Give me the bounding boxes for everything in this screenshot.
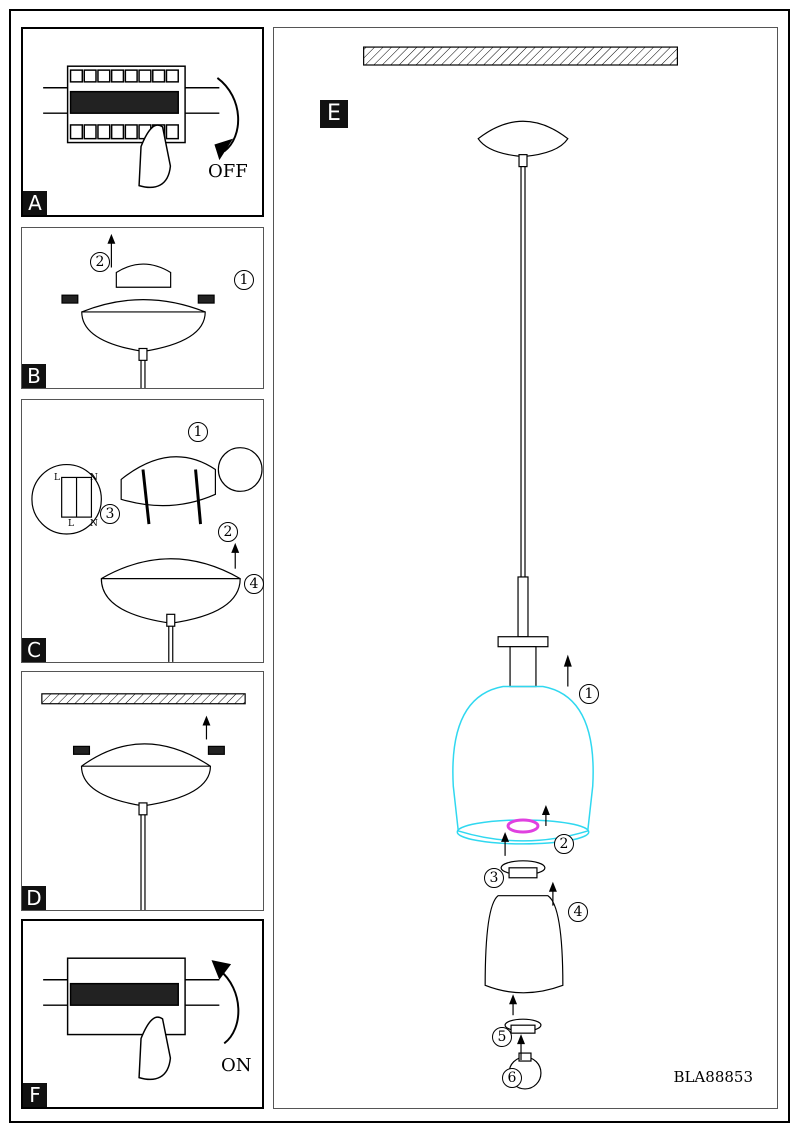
terminal-label-l-top: L	[54, 473, 60, 483]
panel-letter-d: D	[22, 886, 46, 910]
panel-letter-e: E	[320, 100, 348, 128]
step-number: 3	[100, 504, 120, 524]
panel-e: E 1 2 3 4 5 6 BLA88853	[273, 27, 778, 1109]
breaker-on-illustration	[43, 957, 240, 1081]
terminal-label-l-bottom: L	[68, 519, 74, 529]
panel-letter-c: C	[22, 638, 46, 662]
step-number: 3	[484, 868, 504, 888]
breaker-off-illustration	[43, 65, 240, 189]
pendant-assembly-illustration	[363, 46, 678, 1090]
panel-c: 1 2 3 4 L N L N C	[21, 399, 264, 663]
step-number: 2	[218, 522, 238, 542]
model-code: BLA88853	[673, 1068, 753, 1086]
step-number: 1	[188, 422, 208, 442]
step-number: 4	[244, 574, 264, 594]
wiring-illustration	[31, 447, 263, 662]
terminal-label-n-bottom: N	[90, 519, 98, 529]
panel-f: ON F	[21, 919, 264, 1109]
panel-letter-b: B	[22, 364, 46, 388]
step-number: 1	[234, 270, 254, 290]
instruction-sheet: OFF A 1 2 B	[9, 9, 790, 1123]
state-label-on: ON	[221, 1055, 252, 1076]
step-number: 1	[579, 684, 599, 704]
panel-b: 1 2 B	[21, 227, 264, 389]
step-number: 5	[492, 1027, 512, 1047]
state-label-off: OFF	[208, 161, 248, 182]
panel-a: OFF A	[21, 27, 264, 217]
canopy-mount-illustration	[41, 693, 246, 910]
step-number: 6	[502, 1068, 522, 1088]
panel-d: D	[21, 671, 264, 911]
step-number: 2	[554, 834, 574, 854]
step-number: 2	[90, 252, 110, 272]
step-number: 4	[568, 902, 588, 922]
terminal-label-n-top: N	[90, 473, 98, 483]
canopy-removal-illustration	[61, 233, 215, 388]
panel-letter-f: F	[23, 1083, 47, 1107]
panel-letter-a: A	[23, 191, 47, 215]
